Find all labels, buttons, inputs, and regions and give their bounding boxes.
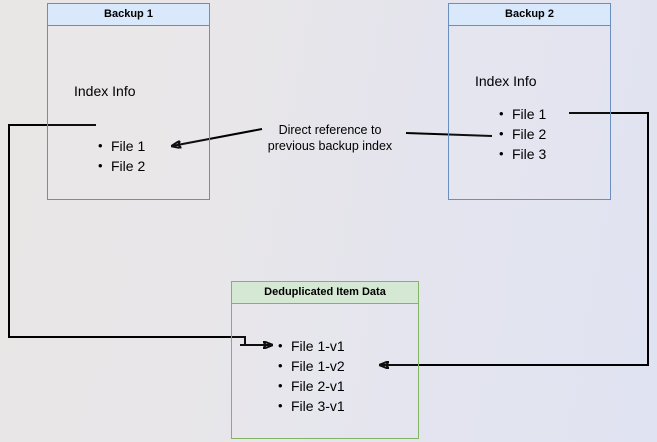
list-item: File 3-v1	[278, 396, 345, 416]
backup-1-body: Index Info File 1 File 2	[48, 26, 209, 199]
list-item: File 2	[98, 156, 145, 176]
backup-1-file-list: File 1 File 2	[98, 136, 145, 176]
backup-1-title: Backup 1	[48, 4, 209, 26]
list-item: File 2	[499, 124, 546, 144]
deduplicated-item-data-title: Deduplicated Item Data	[232, 282, 418, 304]
deduplicated-item-data-box[interactable]: Deduplicated Item Data File 1-v1 File 1-…	[231, 281, 419, 439]
list-item: File 1-v1	[278, 336, 345, 356]
backup-2-body: Index Info File 1 File 2 File 3	[449, 26, 610, 199]
list-item: File 1-v2	[278, 356, 345, 376]
backup-1-index-info-label: Index Info	[74, 83, 136, 99]
list-item: File 3	[499, 144, 546, 164]
list-item: File 2-v1	[278, 376, 345, 396]
backup-2-file-list: File 1 File 2 File 3	[499, 104, 546, 164]
list-item: File 1	[98, 136, 145, 156]
backup-2-index-info-label: Index Info	[475, 73, 537, 89]
deduplicated-item-data-body: File 1-v1 File 1-v2 File 2-v1 File 3-v1	[232, 304, 418, 438]
deduplicated-file-list: File 1-v1 File 1-v2 File 2-v1 File 3-v1	[278, 336, 345, 416]
backup-2-title: Backup 2	[449, 4, 610, 26]
list-item: File 1	[499, 104, 546, 124]
backup-1-box[interactable]: Backup 1 Index Info File 1 File 2	[47, 3, 210, 200]
backup-2-box[interactable]: Backup 2 Index Info File 1 File 2 File 3	[448, 3, 611, 200]
direct-reference-label: Direct reference to previous backup inde…	[267, 123, 393, 153]
